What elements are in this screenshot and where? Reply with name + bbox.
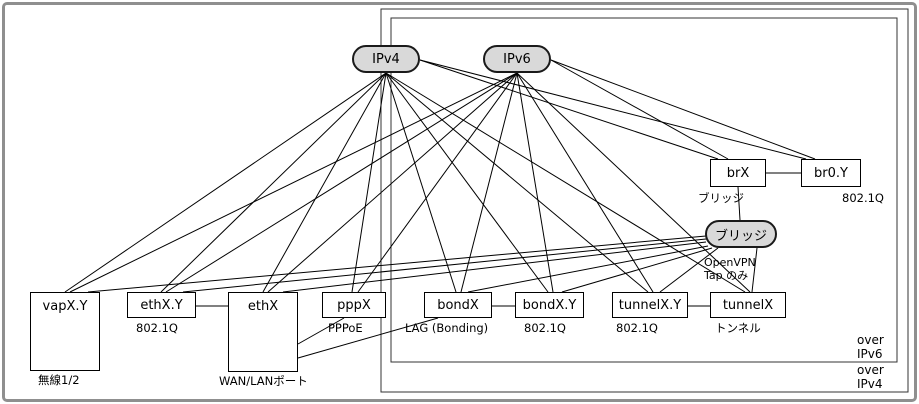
caption-tunnelvlan: 802.1Q <box>616 321 658 335</box>
annotation-over-ipv4-line2: IPv4 <box>857 377 883 391</box>
caption-eth: WAN/LANポート <box>219 374 308 388</box>
annotation-openvpn-tap: OpenVPN Tap のみ <box>704 256 756 282</box>
node-pppx: pppX <box>322 292 386 318</box>
node-tunnelx: tunnelX <box>710 292 786 318</box>
over-ipv4-scope-rect <box>380 8 909 393</box>
caption-bond: LAG (Bonding) <box>405 321 489 335</box>
annotation-over-ipv4: over IPv4 <box>857 363 884 391</box>
over-ipv6-scope-rect <box>390 17 898 363</box>
node-ipv4: IPv4 <box>352 45 420 73</box>
node-bridge: ブリッジ <box>705 220 777 248</box>
ipv6-link-lines <box>69 59 816 293</box>
caption-ppp: PPPoE <box>328 321 363 335</box>
scope-rects <box>380 8 909 393</box>
caption-tunnel: トンネル <box>715 321 761 335</box>
caption-ethvlan: 802.1Q <box>136 321 178 335</box>
annotation-over-ipv6: over IPv6 <box>857 333 884 361</box>
node-ipv6: IPv6 <box>483 45 551 73</box>
node-tunnelxy: tunnelX.Y <box>612 292 688 318</box>
subinterface-lines <box>196 172 801 359</box>
bridge-link-lines <box>87 186 758 293</box>
annotation-over-ipv6-line1: over <box>857 333 884 347</box>
node-br0y: br0.Y <box>801 159 861 187</box>
annotation-over-ipv6-line2: IPv6 <box>857 347 883 361</box>
caption-bondvlan: 802.1Q <box>524 321 566 335</box>
annotation-over-ipv4-line1: over <box>857 363 884 377</box>
node-vapxy: vapX.Y <box>30 292 100 371</box>
caption-vap: 無線1/2 <box>38 373 80 387</box>
annotation-openvpn-line1: OpenVPN <box>704 256 756 269</box>
node-bondxy: bondX.Y <box>515 292 584 318</box>
node-brx: brX <box>710 159 766 187</box>
caption-brvlan: 802.1Q <box>842 191 884 205</box>
ipv4-link-lines <box>64 59 807 293</box>
node-bondx: bondX <box>424 292 492 318</box>
caption-br: ブリッジ <box>698 191 744 205</box>
node-ethx: ethX <box>228 292 298 372</box>
annotation-openvpn-line2: Tap のみ <box>704 269 749 282</box>
node-ethxy: ethX.Y <box>127 292 196 318</box>
